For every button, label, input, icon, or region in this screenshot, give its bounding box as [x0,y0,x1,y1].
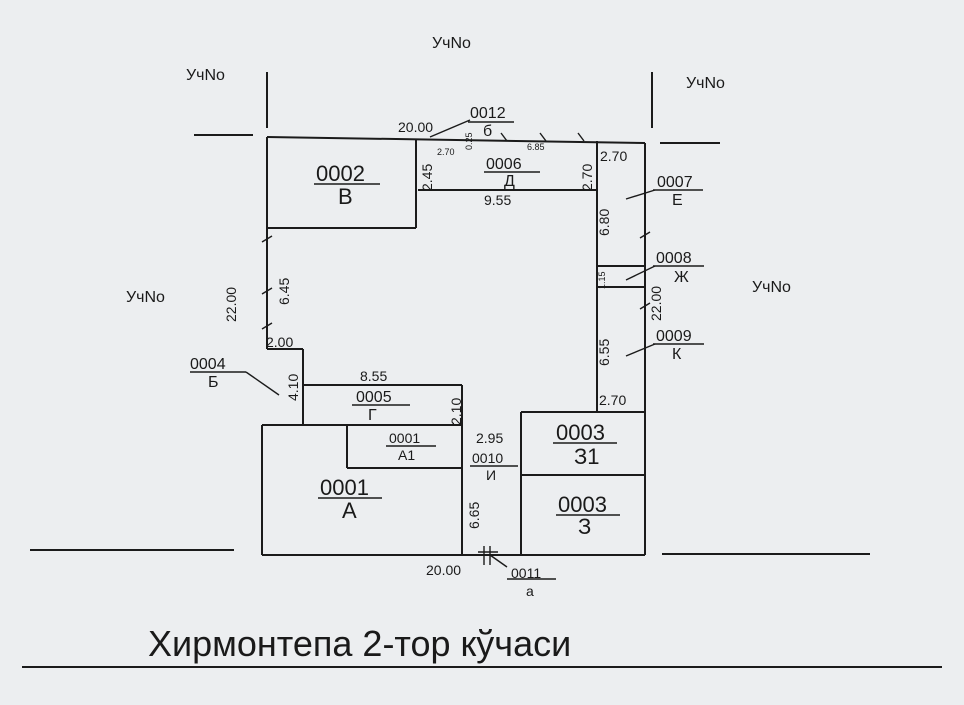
dim-top-width: 20.00 [398,119,433,135]
room-0008-number: 0008 [656,250,692,267]
dim-d-width: 9.55 [484,192,511,208]
dim-left-upper: 6.45 [276,278,292,305]
lot-outline [261,136,646,556]
room-0003z1-number: 0003 [556,420,605,445]
room-0001-letter: А [342,498,357,523]
dim-i-width: 2.95 [476,430,503,446]
room-0006-number: 0006 [486,156,522,173]
neighbor-label-top-left: УчNo [186,67,225,84]
room-0010-number: 0010 [472,450,503,466]
room-0012-letter: б [483,123,492,140]
dim-bottom-right: 2.70 [599,392,626,408]
room-0011-number: 0011 [511,565,541,581]
dim-top-small-a: 2.70 [437,147,455,157]
room-0012-number: 0012 [470,105,506,122]
room-0005-outline [303,384,463,555]
leader-lines [190,119,704,580]
neighbor-label-right: УчNo [752,279,791,296]
dim-g-height: 2.10 [448,398,464,425]
room-0005-letter: Г [368,407,377,424]
room-0002-outline [267,139,417,229]
room-0007-number: 0007 [657,174,693,191]
dim-top-right: 2.70 [600,148,627,164]
room-0004-number: 0004 [190,356,226,373]
room-0001a1-letter: А1 [398,447,415,463]
room-0002-letter: В [338,184,353,209]
dim-bottom-width: 20.00 [426,562,461,578]
room-0009-number: 0009 [656,328,692,345]
room-0003z1-letter: З1 [574,444,600,469]
dim-zh-height: 1.15 [597,271,607,289]
dim-d-height: 2.45 [419,164,435,191]
neighbor-label-left: УчNo [126,289,165,306]
dim-right-total: 22.00 [648,286,664,321]
room-0003z-number: 0003 [558,492,607,517]
dim-i-height: 6.65 [466,502,482,529]
room-0002-number: 0002 [316,161,365,186]
dim-k-height: 6.55 [596,339,612,366]
room-0003z-letter: З [578,514,591,539]
room-0005-number: 0005 [356,389,392,406]
dim-b-height: 4.10 [285,374,301,401]
neighbor-label-top-right: УчNo [686,75,725,92]
dim-d-right: 2.70 [579,164,595,191]
neighbor-lines [22,72,942,668]
room-0001-number: 0001 [320,475,369,500]
dim-left-total: 22.00 [223,287,239,322]
label-underlines [314,171,620,516]
dim-top-small-c: 6.85 [527,142,545,152]
room-0009-letter: К [672,346,682,363]
right-strip-lines [597,265,645,288]
room-0011-letter: а [526,583,534,599]
dim-b-width: 2.00 [266,334,293,350]
room-0006-outline [418,141,598,412]
room-0001a1-number: 0001 [389,430,420,446]
room-0008-letter: Ж [674,269,689,286]
street-name: Хирмонтепа 2-тор кўчаси [148,623,571,664]
neighbor-label-top: УчNo [432,35,471,52]
room-0010-letter: И [486,467,496,483]
room-0001a1-outline [346,425,462,469]
room-0006-letter: Д [504,173,515,190]
room-0007-letter: Е [672,192,683,209]
dim-g-width: 8.55 [360,368,387,384]
dim-top-small-b: 0.25 [464,132,474,150]
dim-e-height: 6.80 [596,209,612,236]
room-0004-letter: Б [208,374,219,391]
room-0003-outline [520,411,646,555]
